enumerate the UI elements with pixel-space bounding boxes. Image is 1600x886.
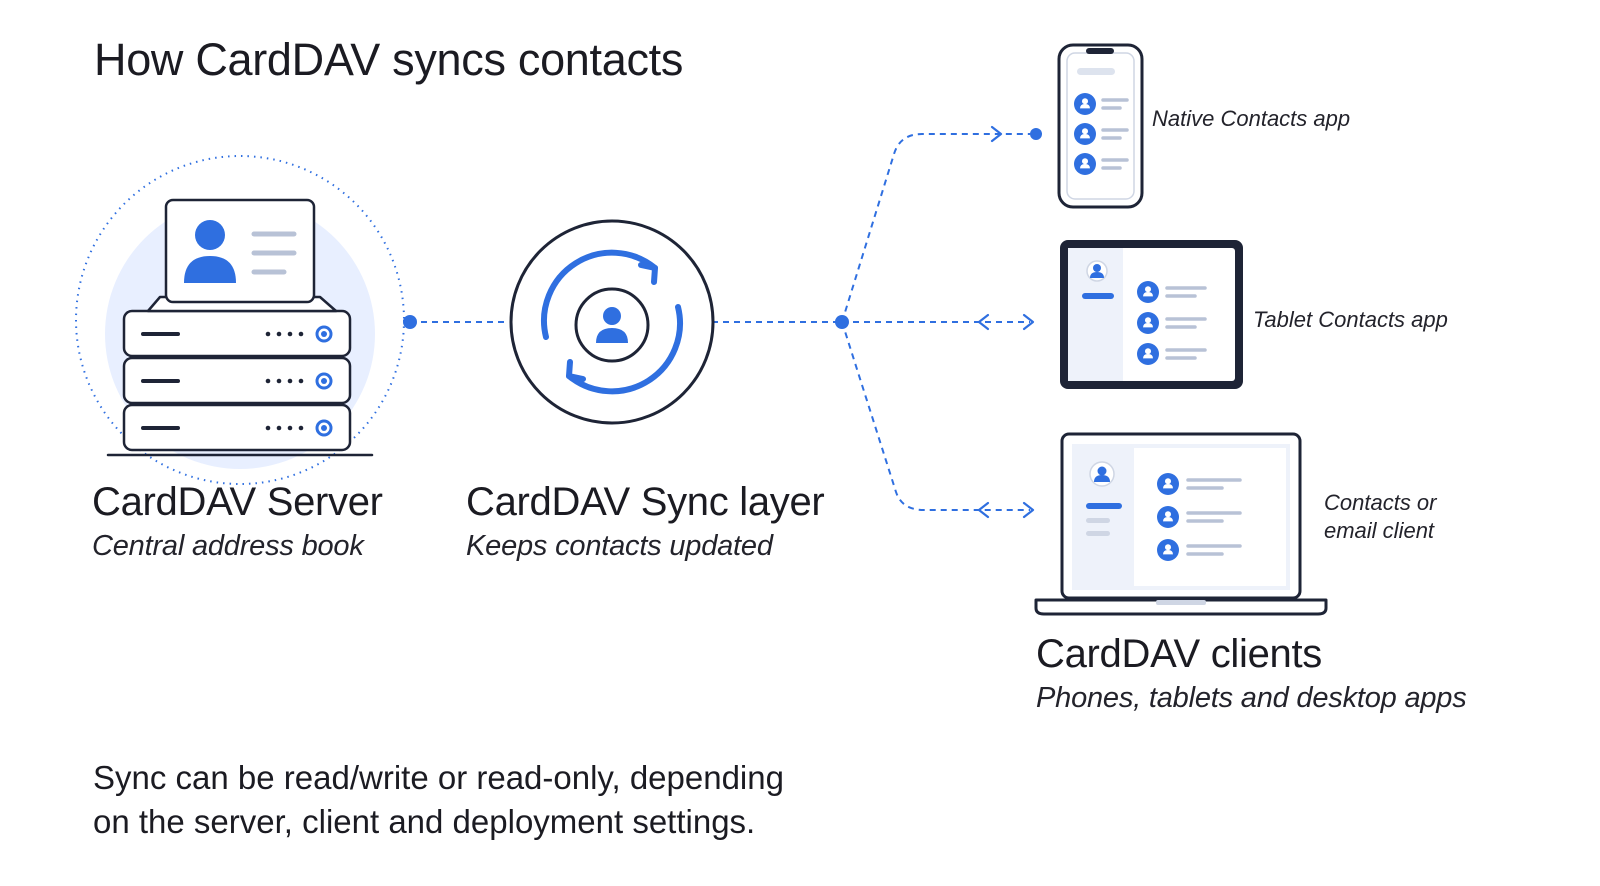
hub-dot	[835, 315, 849, 329]
arrow-to-tablet-icon	[1022, 313, 1035, 331]
laptop-label-line1: Contacts or	[1324, 490, 1437, 515]
arrow-from-tablet-icon	[977, 313, 990, 331]
footnote-line-1: Sync can be read/write or read-only, dep…	[93, 759, 784, 796]
clients-label: CardDAV clients	[1036, 632, 1322, 676]
footnote: Sync can be read/write or read-only, dep…	[93, 756, 853, 844]
page-title: How CardDAV syncs contacts	[94, 34, 684, 85]
phone-port-dot	[1030, 128, 1042, 140]
phone-label: Native Contacts app	[1152, 106, 1351, 131]
tablet-device-icon	[1060, 240, 1243, 389]
arrow-to-phone-icon	[990, 125, 1003, 143]
sync-arrows-icon	[541, 249, 683, 395]
connector-nodes	[403, 128, 1042, 329]
server-halo-ring	[75, 155, 405, 485]
contact-card-icon	[164, 198, 316, 304]
hub-to-phone-link	[841, 133, 1030, 323]
tablet-label: Tablet Contacts app	[1253, 307, 1448, 332]
arrow-from-laptop-icon	[977, 501, 990, 519]
server-label: CardDAV Server	[92, 480, 383, 524]
server-stack-icon	[122, 295, 352, 452]
connector-arrows	[977, 125, 1035, 519]
laptop-device-icon	[1034, 432, 1328, 616]
server-sublabel: Central address book	[92, 530, 364, 562]
sync-label: CardDAV Sync layer	[466, 480, 825, 524]
clients-sublabel: Phones, tablets and desktop apps	[1036, 682, 1467, 714]
arrow-to-laptop-icon	[1022, 501, 1035, 519]
server-illustration	[75, 155, 405, 485]
hub-to-laptop-link	[841, 321, 1030, 511]
sync-illustration	[509, 219, 715, 425]
phone-device-icon	[1057, 43, 1144, 209]
server-port-dot	[403, 315, 417, 329]
connectors	[410, 133, 1030, 511]
footnote-line-2: on the server, client and deployment set…	[93, 803, 756, 840]
laptop-label-line2: email client	[1324, 518, 1435, 543]
sync-sublabel: Keeps contacts updated	[466, 530, 773, 562]
